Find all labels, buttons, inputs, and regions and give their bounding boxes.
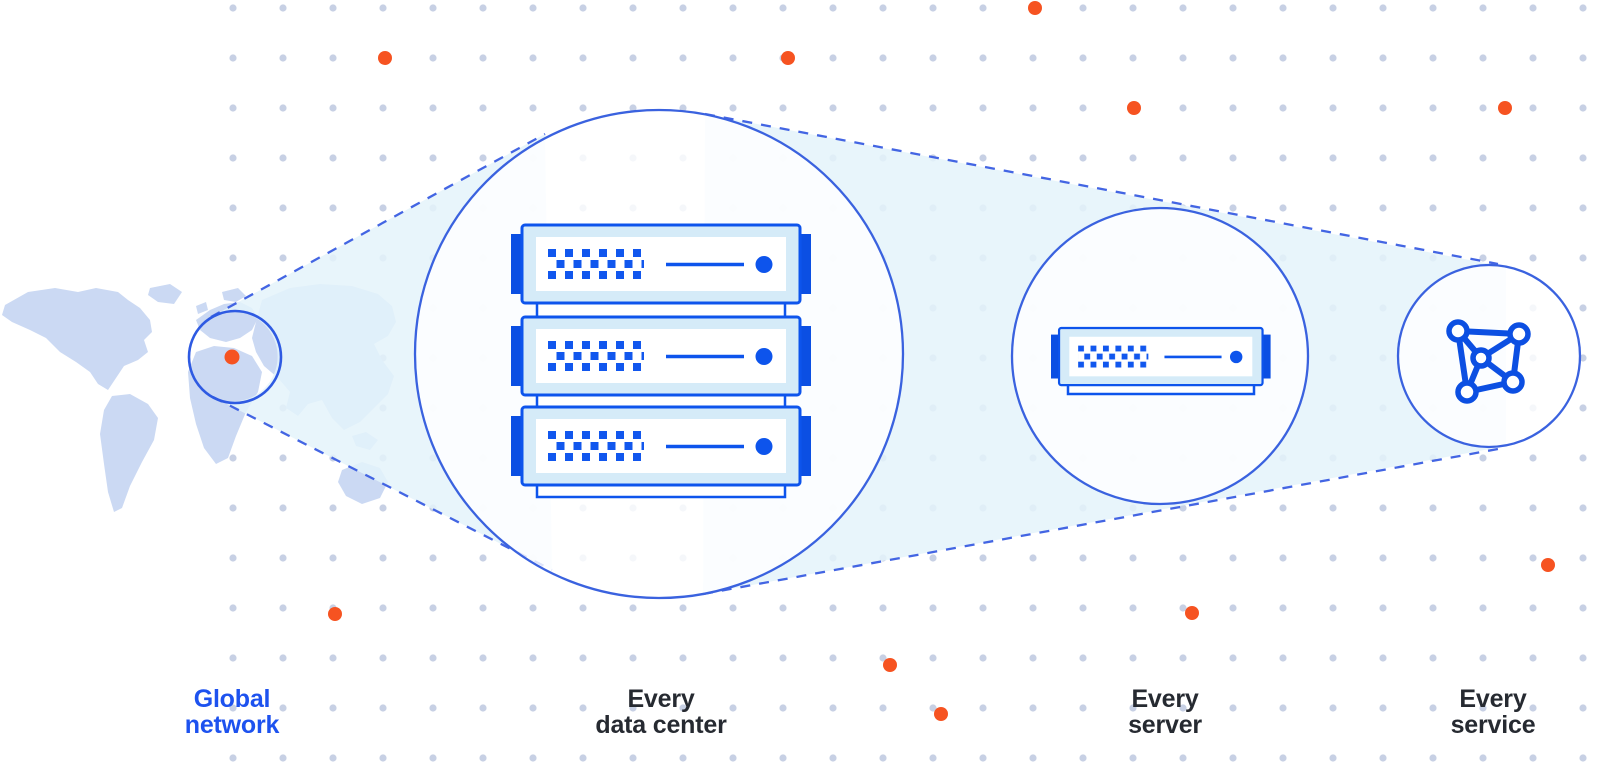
accent-dot [378,51,392,65]
map-region-circle [187,309,283,405]
server-rack-icon [509,223,813,499]
label-every-data-center: Every data center [595,685,727,739]
location-dot-icon [224,349,240,365]
accent-dot [328,607,342,621]
accent-dot [1127,101,1141,115]
label-every-server: Every server [1128,685,1202,739]
accent-dot [883,658,897,672]
accent-dot [1028,1,1042,15]
accent-dot [1541,558,1555,572]
dashed-guides [210,112,1499,596]
server-unit-icon [509,223,813,305]
network-graph-icon [1446,319,1531,404]
label-global-network: Global network [184,685,280,739]
dashed-line-right-bottom [702,447,1499,596]
accent-dot [934,707,948,721]
server-unit-icon [509,405,813,487]
accent-dot [1185,606,1199,620]
dashed-line-left-bottom [212,395,553,572]
server-unit-icon [1049,326,1272,396]
accent-dot [781,51,795,65]
dashed-line-left-top [210,132,546,319]
label-every-service: Every service [1450,685,1536,739]
accent-dots [328,1,1555,721]
accent-dot [1498,101,1512,115]
dashed-line-right-top [704,112,1499,266]
server-unit-icon [509,315,813,397]
